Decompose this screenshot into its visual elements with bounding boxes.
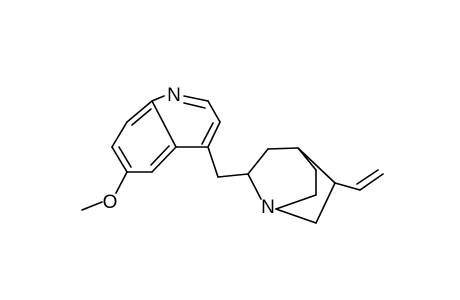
bond-c3prime-c4prime — [267, 147, 299, 150]
bond-c8a-c8-double — [131, 108, 152, 126]
bond-c8a-c8 — [126, 100, 153, 123]
bond-c2-c3 — [207, 100, 221, 123]
bond-c5-c4a — [151, 146, 177, 173]
bicyclic-nitrogen-label: N — [261, 197, 275, 218]
bond-n-ch2b — [275, 208, 317, 224]
quinuclidine-cage — [247, 147, 336, 224]
bond-c7-c6-double — [118, 146, 132, 168]
methylene-linker — [207, 146, 249, 178]
bond-c5-c4a-double — [150, 145, 170, 166]
bond-n1-c2-double — [183, 102, 206, 109]
bond-vinyl-terminal-double — [356, 169, 379, 185]
bond-ch2b-c5prime — [315, 182, 336, 224]
bond-c4a-c8a — [151, 100, 177, 148]
bond-c7-c6 — [111, 146, 128, 173]
bond-c4prime-c5prime — [297, 147, 336, 184]
bond-c2prime-n — [247, 173, 262, 200]
quinoline-benzene-ring — [111, 100, 177, 173]
bond-c3-c4-double — [201, 122, 214, 145]
bond-n-ch2a — [275, 194, 317, 210]
bond-c2prime-c3prime — [247, 148, 269, 175]
bond-c6-o — [115, 171, 128, 194]
bond-vinyl-terminal — [359, 173, 384, 191]
bond-c4prime-bridge — [297, 147, 317, 171]
bond-o-ch3 — [81, 201, 103, 211]
bond-c8a-n1 — [151, 95, 165, 102]
bond-c4-ch2 — [207, 146, 219, 178]
bond-ch2-c2prime — [217, 173, 249, 178]
bond-c5prime-vinyl — [334, 182, 361, 191]
bond-c3-c4 — [207, 121, 221, 148]
bond-n1-c2 — [183, 95, 209, 102]
bond-c8-c7 — [111, 121, 128, 148]
quinoline-pyridine-ring — [151, 95, 221, 148]
methoxy-oxygen-label: O — [103, 192, 118, 213]
methoxy-group — [81, 171, 128, 211]
vinyl-group — [334, 169, 384, 191]
quinoline-nitrogen-label: N — [167, 85, 181, 106]
